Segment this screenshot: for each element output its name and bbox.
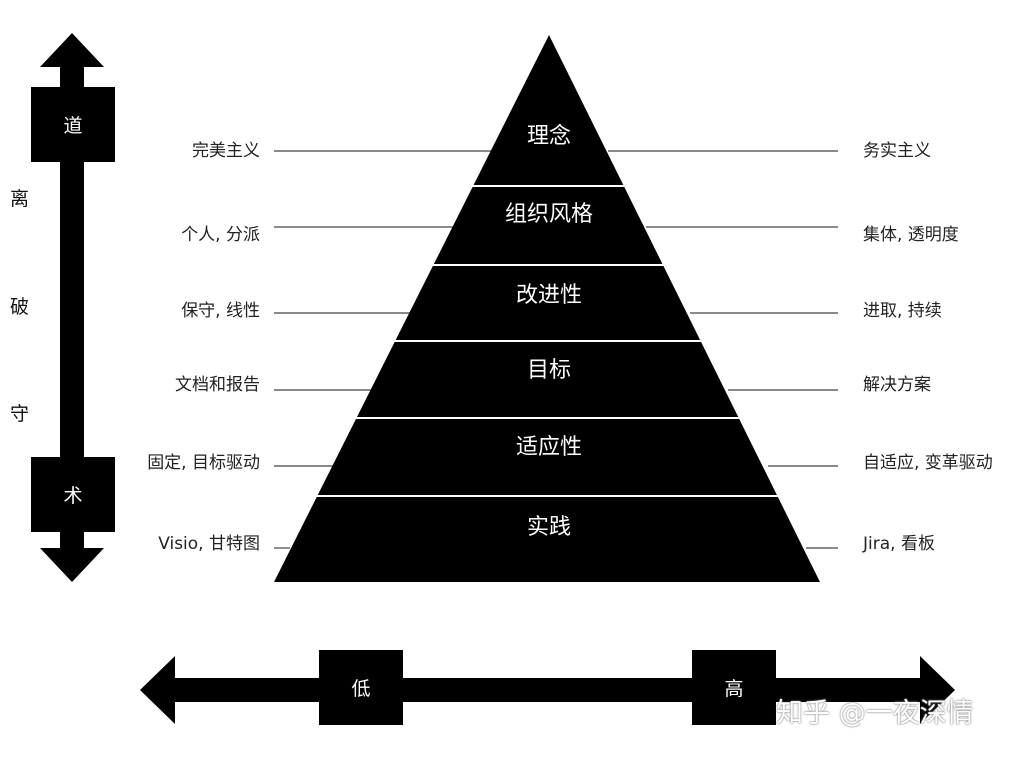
left-label-6: Visio, 甘特图	[158, 534, 260, 554]
axis-top-label: 道	[63, 115, 83, 137]
box-dao	[31, 87, 115, 162]
tier-label-3: 改进性	[515, 283, 582, 308]
arrow-up-head	[40, 33, 104, 67]
left-label-2: 个人, 分派	[181, 225, 260, 245]
axis-bottom-label: 术	[63, 485, 83, 507]
watermark: 知乎 @一夜深情	[776, 698, 974, 729]
tier-label-6: 实践	[526, 515, 571, 540]
axis-high-label: 高	[724, 678, 744, 700]
side-char-li: 离	[10, 188, 30, 210]
right-label-5: 自适应, 变革驱动	[863, 453, 993, 473]
connector-lines	[274, 150, 838, 549]
right-label-4: 解决方案	[863, 375, 931, 395]
pyramid	[274, 35, 820, 582]
left-label-3: 保守, 线性	[181, 301, 260, 321]
right-label-1: 务实主义	[863, 141, 931, 161]
left-label-4: 文档和报告	[175, 375, 260, 395]
box-high	[692, 650, 776, 725]
tier-label-1: 理念	[526, 124, 571, 149]
box-low	[319, 650, 403, 725]
left-label-1: 完美主义	[192, 141, 260, 161]
side-char-shou: 守	[10, 403, 30, 425]
arrow-down-head	[40, 548, 104, 582]
axis-low-label: 低	[351, 678, 371, 700]
right-label-3: 进取, 持续	[863, 301, 942, 321]
vertical-axis-arrow	[31, 33, 115, 582]
tier-label-4: 目标	[526, 358, 571, 383]
horizontal-axis-arrow	[140, 650, 955, 725]
pyramid-dividers	[314, 185, 784, 497]
tier-label-2: 组织风格	[504, 202, 593, 227]
horizontal-shaft	[170, 678, 925, 702]
arrow-right-head	[920, 656, 955, 724]
left-label-5: 固定, 目标驱动	[147, 453, 260, 473]
tier-label-5: 适应性	[515, 435, 582, 460]
right-label-6: Jira, 看板	[863, 534, 935, 554]
box-shu	[31, 457, 115, 532]
right-label-2: 集体, 透明度	[863, 225, 959, 245]
arrow-left-head	[140, 656, 175, 724]
side-char-po: 破	[10, 296, 30, 318]
